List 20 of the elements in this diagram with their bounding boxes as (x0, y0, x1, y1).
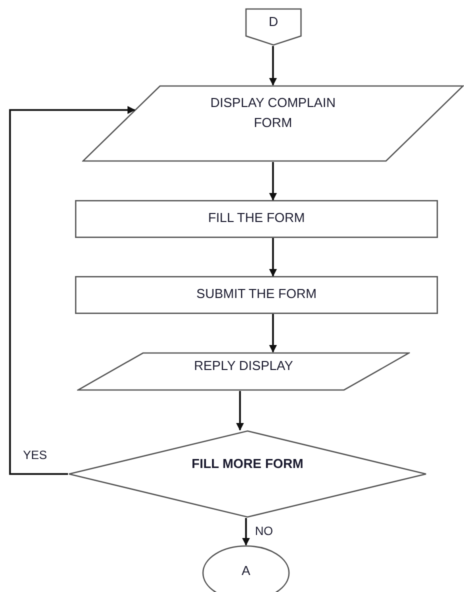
arrow (236, 391, 244, 431)
node-text: DISPLAY COMPLAIN FORM (209, 94, 337, 132)
arrow (269, 162, 277, 201)
arrow (269, 314, 277, 353)
input-output-parallelogram (77, 352, 410, 391)
node-text: REPLY DISPLAY (194, 357, 293, 375)
arrow (9, 106, 136, 475)
process-box (75, 200, 438, 238)
offpage-connector (245, 8, 302, 46)
node-text: A (242, 562, 250, 580)
arrow (242, 518, 250, 546)
node-text: FILL MORE FORM (192, 455, 304, 473)
node-text: D (268, 13, 278, 31)
decision-diamond (68, 430, 427, 518)
arrow (269, 46, 277, 86)
node-text: SUBMIT THE FORM (196, 285, 317, 303)
node-text: FILL THE FORM (208, 209, 305, 227)
process-box (75, 276, 438, 314)
input-output-parallelogram (82, 85, 464, 162)
arrow (269, 238, 277, 277)
